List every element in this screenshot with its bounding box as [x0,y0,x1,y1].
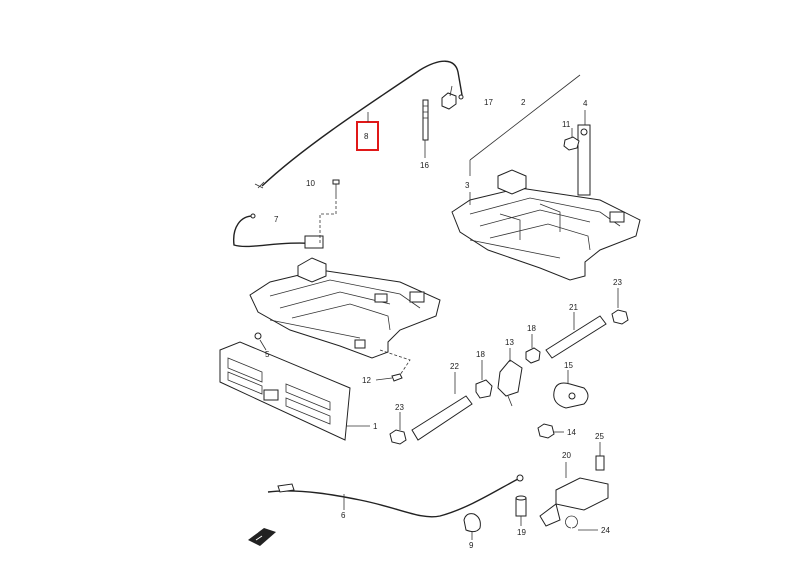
front-direction-arrow-icon [248,528,276,546]
callout-7: 7 [274,215,279,224]
part-cable-6 [267,474,524,518]
callout-labels: 8 16 17 2 4 11 3 10 7 5 12 1 22 18 13 18… [265,98,622,550]
callout-21: 21 [569,303,578,312]
callout-12: 12 [362,376,371,385]
callout-24: 24 [601,526,610,535]
callout-23-left: 23 [395,403,404,412]
callout-9: 9 [469,541,474,550]
callout-22: 22 [450,362,459,371]
callout-8-highlight-box [356,121,379,151]
callout-19: 19 [517,528,526,537]
callout-10: 10 [306,179,315,188]
part-bolt-25 [595,442,605,471]
part-bushing-9 [463,513,481,540]
callout-14: 14 [567,428,576,437]
callout-20: 20 [562,451,571,460]
callout-15: 15 [564,361,573,370]
part-frame-right [451,124,641,281]
part-circlip-24 [565,515,598,531]
callout-25: 25 [595,432,604,441]
part-cable-top [254,60,464,189]
callout-6: 6 [341,511,346,520]
callout-23-right: 23 [613,278,622,287]
callout-5: 5 [265,350,270,359]
callout-18-right: 18 [527,324,536,333]
part-rod-16 [422,99,429,158]
part-nut-14 [537,423,564,439]
part-screw-5 [254,332,267,351]
part-bracket-20 [539,462,609,527]
callout-17: 17 [484,98,493,107]
part-screw-12 [375,373,403,382]
callout-8: 8 [364,132,369,141]
callout-3-top: 3 [465,181,470,190]
callout-16: 16 [420,161,429,170]
part-cable-7 [233,213,324,249]
callout-18-left: 18 [476,350,485,359]
part-valve-13 [497,348,523,407]
leader-lines-right [469,74,586,205]
part-bracket-15 [553,370,589,409]
part-hose-22 [411,372,473,441]
callout-1: 1 [373,422,378,431]
part-screw-10 [319,179,340,244]
callout-4: 4 [583,99,588,108]
part-nut-23-left [389,412,407,445]
part-panel-1 [219,341,370,441]
part-frame-left [249,257,441,359]
part-nut-top [441,85,457,110]
leader-dashed-12 [379,349,411,379]
callout-11: 11 [562,120,571,129]
part-hose-21 [545,312,607,359]
callout-13: 13 [505,338,514,347]
part-clip-18-left [475,360,493,399]
part-nut-23-right [611,288,629,325]
part-cap-19 [515,495,527,526]
callout-2: 2 [521,98,526,107]
part-clip-18-right [525,334,541,364]
